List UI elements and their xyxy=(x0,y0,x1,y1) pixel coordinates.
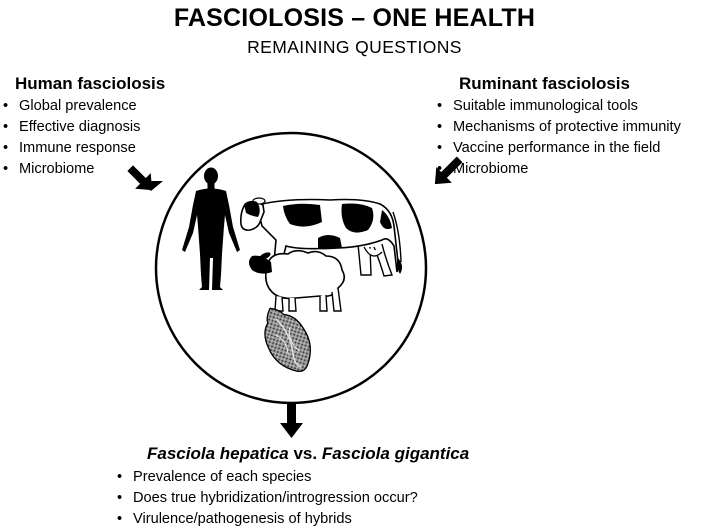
human-silhouette-icon xyxy=(182,167,240,290)
ruminant-question-item: Vaccine performance in the field xyxy=(437,138,681,159)
sheep-icon xyxy=(249,249,346,312)
human-question-item: Microbiome xyxy=(3,159,140,180)
species-section-title: Fasciola hepatica vs. Fasciola gigantica xyxy=(147,444,469,464)
arrow-to-ruminant-icon xyxy=(434,156,463,185)
human-question-item: Effective diagnosis xyxy=(3,117,140,138)
ruminant-section-title: Ruminant fasciolosis xyxy=(459,74,630,93)
fluke-icon xyxy=(264,307,312,372)
ruminant-question-item: Suitable immunological tools xyxy=(437,96,681,117)
human-section-title: Human fasciolosis xyxy=(15,74,166,93)
species-question-item: Prevalence of each species xyxy=(117,467,418,488)
human-question-item: Global prevalence xyxy=(3,96,140,117)
diagram-subtitle: REMAINING QUESTIONS xyxy=(247,37,462,57)
arrow-to-species-icon xyxy=(280,403,303,438)
diagram-title: FASCIOLOSIS – ONE HEALTH xyxy=(173,4,536,32)
ruminant-question-item: Microbiome xyxy=(437,159,681,180)
ruminant-questions-list: Suitable immunological tools Mechanisms … xyxy=(437,96,681,180)
species-question-item: Virulence/pathogenesis of hybrids xyxy=(117,509,418,530)
species-question-item: Does true hybridization/introgression oc… xyxy=(117,488,418,509)
species-name-gigantica: Fasciola gigantica xyxy=(321,444,470,463)
ruminant-question-item: Mechanisms of protective immunity xyxy=(437,117,681,138)
human-question-item: Immune response xyxy=(3,138,140,159)
species-questions-list: Prevalence of each species Does true hyb… xyxy=(117,467,418,530)
arrow-to-human-icon xyxy=(127,165,163,191)
species-name-hepatica: Fasciola hepatica xyxy=(147,444,289,463)
cow-icon xyxy=(240,197,403,277)
human-questions-list: Global prevalence Effective diagnosis Im… xyxy=(3,96,140,180)
species-vs-label: vs. xyxy=(288,444,322,463)
